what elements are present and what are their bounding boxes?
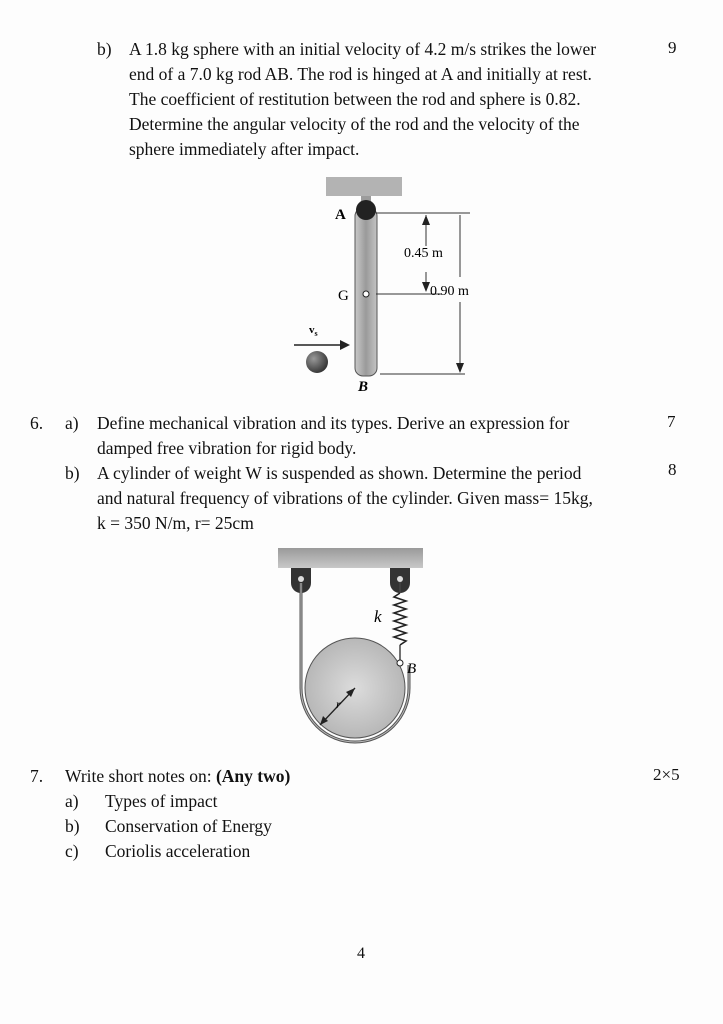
page-number: 4 xyxy=(357,945,365,962)
q5b-line-5: sphere immediately after impact. xyxy=(129,139,360,159)
q6b-marks: 8 xyxy=(668,460,677,479)
label-b: B xyxy=(357,379,368,395)
pivot-a xyxy=(356,200,376,220)
q5b-line-2: end of a 7.0 kg rod AB. The rod is hinge… xyxy=(129,64,592,84)
q5b-line-1: A 1.8 kg sphere with an initial velocity… xyxy=(129,39,597,59)
q5b-marks: 9 xyxy=(668,38,677,57)
q6a-marks: 7 xyxy=(667,412,676,431)
label-k: k xyxy=(374,607,382,626)
label-g: G xyxy=(338,288,349,304)
spring xyxy=(391,592,409,646)
q5b-text: A 1.8 kg sphere with an initial velocity… xyxy=(129,37,639,162)
velocity-label: vs xyxy=(309,324,318,338)
q7-item-c-label: c) xyxy=(65,841,79,861)
label-a: A xyxy=(335,207,346,223)
q7-number: 7. xyxy=(30,766,44,786)
centre-g-marker xyxy=(362,290,370,298)
q6a-line-1: Define mechanical vibration and its type… xyxy=(97,413,570,433)
q5b-label: b) xyxy=(97,39,112,59)
q6a-text: Define mechanical vibration and its type… xyxy=(97,411,640,461)
dim-090: 0.90 m xyxy=(430,284,469,299)
rod-sphere-figure: A G B vs 0.45 m 0.90 m xyxy=(294,177,470,395)
q6-number: 6. xyxy=(30,413,44,433)
q5b-line-4: Determine the angular velocity of the ro… xyxy=(129,114,580,134)
q6a-line-2: damped free vibration for rigid body. xyxy=(97,438,357,458)
q6b-line-2: and natural frequency of vibrations of t… xyxy=(97,488,593,508)
q6b-text: A cylinder of weight W is suspended as s… xyxy=(97,461,640,536)
q7-intro-bold: (Any two) xyxy=(215,766,291,786)
q5b-line-3: The coefficient of restitution between t… xyxy=(129,89,581,109)
cylinder-figure: k B r xyxy=(278,548,423,744)
label-b2: B xyxy=(407,661,416,677)
q6a-label: a) xyxy=(65,413,79,433)
q7-item-a-text: Types of impact xyxy=(105,791,218,811)
q7-intro: Write short notes on: (Any two) xyxy=(65,766,291,786)
q6b-line-1: A cylinder of weight W is suspended as s… xyxy=(97,463,582,483)
q6b-label: b) xyxy=(65,463,80,483)
dim-045: 0.45 m xyxy=(404,246,443,261)
q7-item-b-text: Conservation of Energy xyxy=(105,816,272,836)
ceiling-support xyxy=(326,177,402,196)
ceiling xyxy=(278,548,423,568)
q6b-line-3: k = 350 N/m, r= 25cm xyxy=(97,513,254,533)
point-b-marker xyxy=(396,659,404,667)
sphere xyxy=(306,351,328,373)
q7-marks: 2×5 xyxy=(653,765,680,784)
q7-item-b-label: b) xyxy=(65,816,80,836)
q7-item-a-label: a) xyxy=(65,791,79,811)
q7-item-c-text: Coriolis acceleration xyxy=(105,841,251,861)
label-r: r xyxy=(336,697,341,711)
